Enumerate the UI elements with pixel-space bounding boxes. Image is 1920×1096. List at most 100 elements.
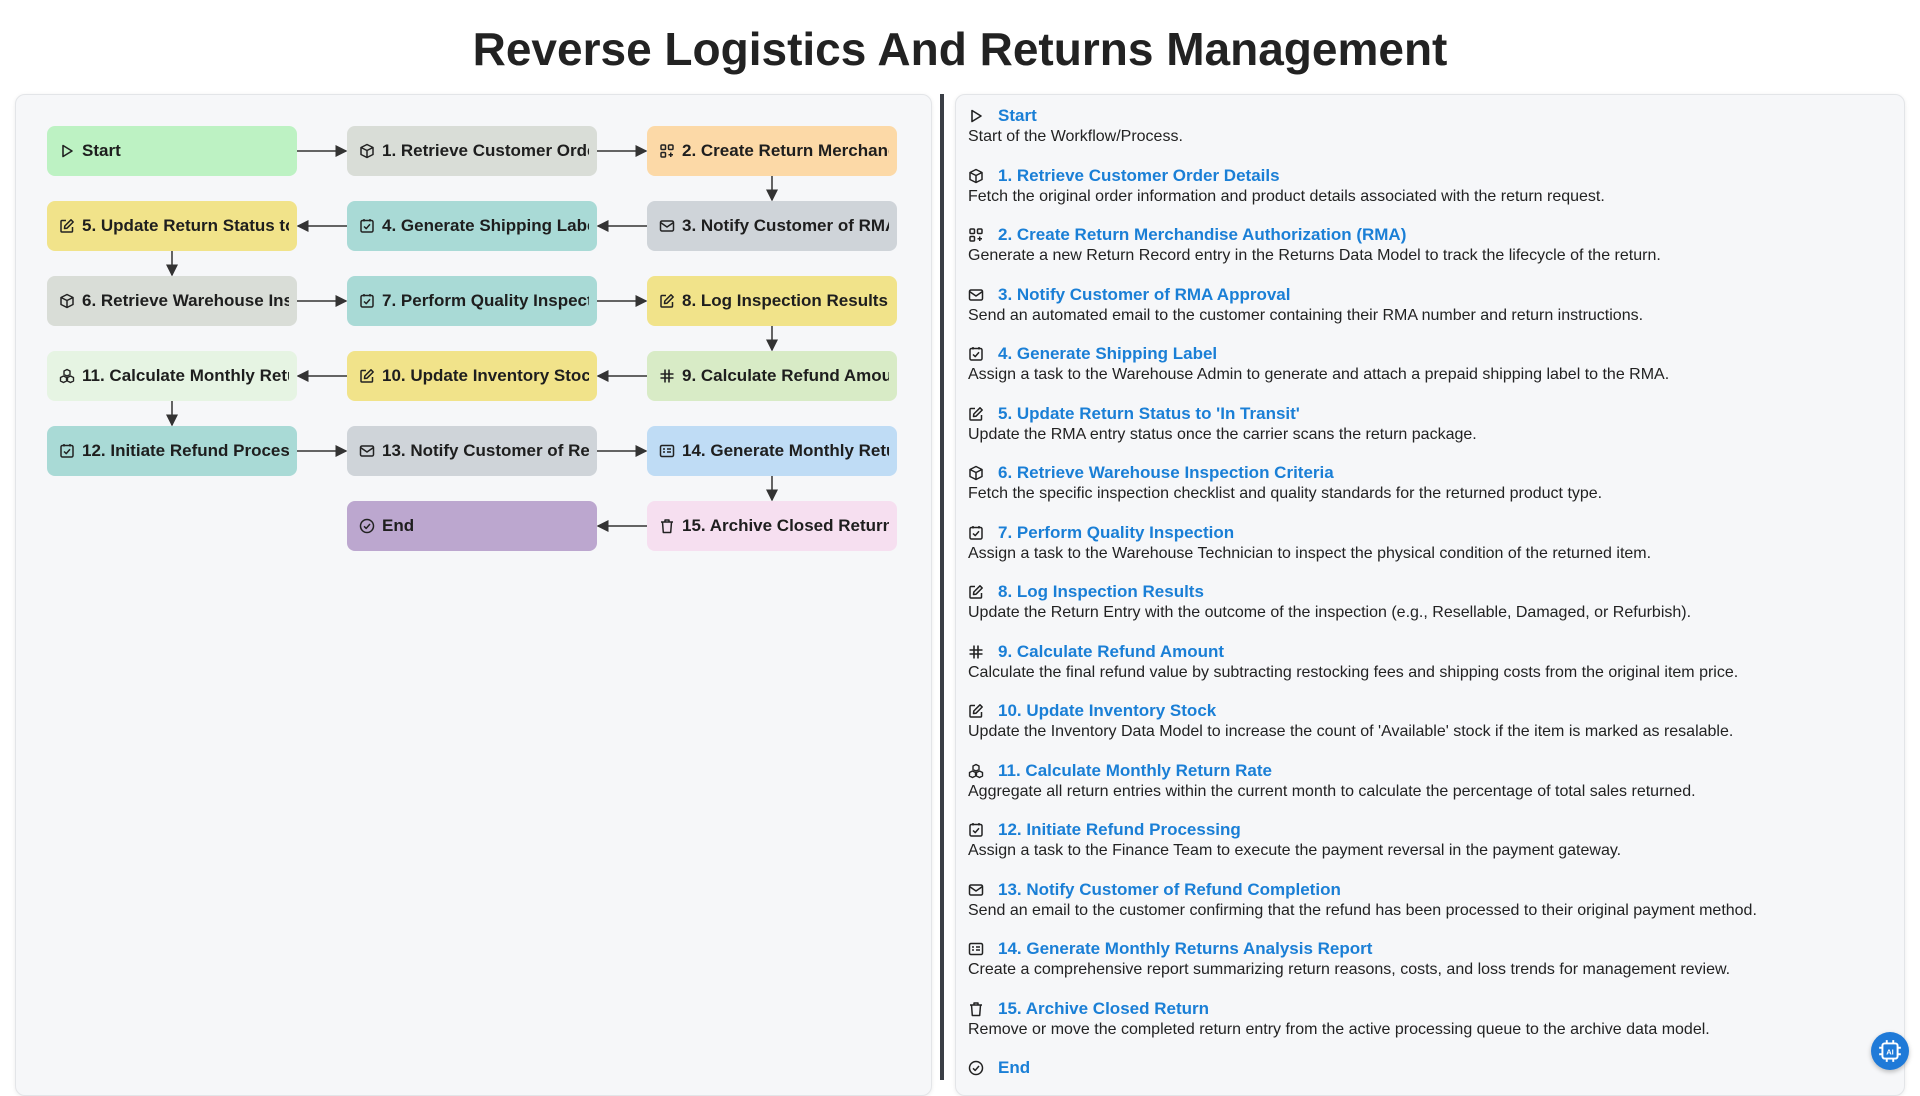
edit-icon: [968, 584, 984, 600]
step-title-link[interactable]: 4. Generate Shipping Label: [998, 344, 1218, 363]
check-circle-icon: [968, 1060, 984, 1076]
flow-node-15[interactable]: 15. Archive Closed Return: [647, 501, 897, 551]
step-title-link[interactable]: 9. Calculate Refund Amount: [998, 641, 1225, 661]
svg-text:AI: AI: [1886, 1047, 1894, 1056]
checkbox-icon: [968, 346, 984, 362]
step-description: Aggregate all return entries within the …: [968, 782, 1696, 800]
flow-node-10[interactable]: 10. Update Inventory Stock: [347, 351, 597, 401]
flow-node-label: 5. Update Return Status to 'In Transit': [82, 216, 289, 235]
report-icon: [659, 443, 675, 459]
checkbox-icon: [968, 525, 984, 541]
step-item: End: [968, 1057, 1888, 1095]
flow-node-label: 10. Update Inventory Stock: [382, 366, 589, 385]
grid-plus-icon: [659, 143, 675, 159]
cube-icon: [968, 465, 984, 481]
cube-icon: [968, 168, 984, 184]
edit-icon: [659, 293, 675, 309]
step-description: Generate a new Return Record entry in th…: [968, 247, 1661, 264]
flow-node-label: 8. Log Inspection Results: [682, 291, 888, 310]
step-item: 6. Retrieve Warehouse Inspection Criteri…: [968, 462, 1888, 522]
flow-node-4[interactable]: 4. Generate Shipping Label: [347, 201, 597, 251]
flow-node-label: 2. Create Return Merchandise Authorizati…: [682, 141, 889, 160]
ai-assistant-button[interactable]: AI: [1871, 1032, 1909, 1070]
report-icon: [968, 941, 984, 957]
check-circle-icon: [359, 518, 375, 534]
edit-icon: [59, 218, 75, 234]
mail-icon: [659, 218, 675, 234]
panel-divider[interactable]: [940, 94, 944, 1080]
blocks-icon: [59, 368, 75, 384]
flow-node-label: 11. Calculate Monthly Return Rate: [82, 366, 289, 385]
flow-node-16[interactable]: End: [347, 501, 597, 551]
trash-icon: [968, 1001, 984, 1017]
step-description: Start of the Workflow/Process.: [968, 128, 1183, 145]
flow-node-5[interactable]: 5. Update Return Status to 'In Transit': [47, 201, 297, 251]
flow-node-label: 9. Calculate Refund Amount: [682, 366, 889, 385]
step-title-link[interactable]: 7. Perform Quality Inspection: [998, 522, 1235, 542]
step-title-link[interactable]: 11. Calculate Monthly Return Rate: [998, 760, 1272, 780]
flow-node-2[interactable]: 2. Create Return Merchandise Authorizati…: [647, 126, 897, 176]
flow-node-label: 6. Retrieve Warehouse Inspection Criteri…: [82, 291, 289, 310]
step-title-link[interactable]: 2. Create Return Merchandise Authorizati…: [998, 225, 1407, 244]
flow-node-label: 3. Notify Customer of RMA Approval: [682, 216, 889, 235]
mail-icon: [968, 287, 984, 303]
step-title-link[interactable]: Start: [998, 106, 1037, 125]
play-icon: [59, 143, 75, 159]
step-description: Update the RMA entry status once the car…: [968, 425, 1477, 443]
flow-node-13[interactable]: 13. Notify Customer of Refund Completion: [347, 426, 597, 476]
step-title-link[interactable]: 15. Archive Closed Return: [998, 998, 1209, 1018]
step-title-link[interactable]: 5. Update Return Status to 'In Transit': [998, 403, 1300, 423]
step-title-link[interactable]: End: [998, 1058, 1031, 1077]
flow-node-8[interactable]: 8. Log Inspection Results: [647, 276, 897, 326]
step-description: Assign a task to the Warehouse Admin to …: [968, 366, 1670, 383]
flow-node-12[interactable]: 12. Initiate Refund Processing: [47, 426, 297, 476]
step-title-link[interactable]: 6. Retrieve Warehouse Inspection Criteri…: [998, 463, 1334, 482]
mail-icon: [359, 443, 375, 459]
flow-node-9[interactable]: 9. Calculate Refund Amount: [647, 351, 897, 401]
flow-node-0[interactable]: Start: [47, 126, 297, 176]
step-description: Assign a task to the Warehouse Technicia…: [968, 544, 1652, 562]
step-item: 14. Generate Monthly Returns Analysis Re…: [968, 938, 1888, 998]
flow-node-label: 4. Generate Shipping Label: [382, 216, 589, 235]
step-title-link[interactable]: 3. Notify Customer of RMA Approval: [998, 284, 1291, 304]
ai-chip-icon: AI: [1879, 1040, 1901, 1062]
step-item: 5. Update Return Status to 'In Transit' U…: [968, 403, 1888, 463]
flow-node-label: End: [382, 516, 415, 535]
checkbox-icon: [59, 443, 75, 459]
checkbox-icon: [968, 822, 984, 838]
flow-node-label: 7. Perform Quality Inspection: [382, 291, 589, 310]
flow-node-label: 13. Notify Customer of Refund Completion: [382, 441, 589, 460]
hash-icon: [968, 644, 984, 660]
grid-plus-icon: [968, 227, 984, 243]
step-description: Calculate the final refund value by subt…: [968, 663, 1739, 681]
flow-node-14[interactable]: 14. Generate Monthly Returns Analysis Re…: [647, 426, 897, 476]
step-description: Fetch the specific inspection checklist …: [968, 485, 1603, 502]
step-description: Remove or move the completed return entr…: [968, 1020, 1710, 1038]
flow-node-3[interactable]: 3. Notify Customer of RMA Approval: [647, 201, 897, 251]
step-title-link[interactable]: 8. Log Inspection Results: [998, 582, 1204, 601]
edit-icon: [968, 406, 984, 422]
page-title: Reverse Logistics And Returns Management: [472, 23, 1448, 75]
flow-node-11[interactable]: 11. Calculate Monthly Return Rate: [47, 351, 297, 401]
step-title-link[interactable]: 13. Notify Customer of Refund Completion: [998, 879, 1341, 899]
step-title-link[interactable]: 12. Initiate Refund Processing: [998, 820, 1241, 839]
cube-icon: [359, 143, 375, 159]
flow-node-label: 1. Retrieve Customer Order Details: [382, 141, 589, 160]
step-title-link[interactable]: 14. Generate Monthly Returns Analysis Re…: [998, 939, 1373, 958]
flow-node-6[interactable]: 6. Retrieve Warehouse Inspection Criteri…: [47, 276, 297, 326]
flow-node-1[interactable]: 1. Retrieve Customer Order Details: [347, 126, 597, 176]
flow-node-label: 15. Archive Closed Return: [682, 516, 889, 535]
play-icon: [968, 108, 984, 124]
flowchart-panel: Start 1. Retrieve Customer Order Details 2…: [15, 94, 932, 1096]
flow-node-7[interactable]: 7. Perform Quality Inspection: [347, 276, 597, 326]
step-title-link[interactable]: 10. Update Inventory Stock: [998, 701, 1217, 720]
step-description: Update the Inventory Data Model to incre…: [968, 723, 1734, 740]
step-title-link[interactable]: 1. Retrieve Customer Order Details: [998, 165, 1280, 185]
